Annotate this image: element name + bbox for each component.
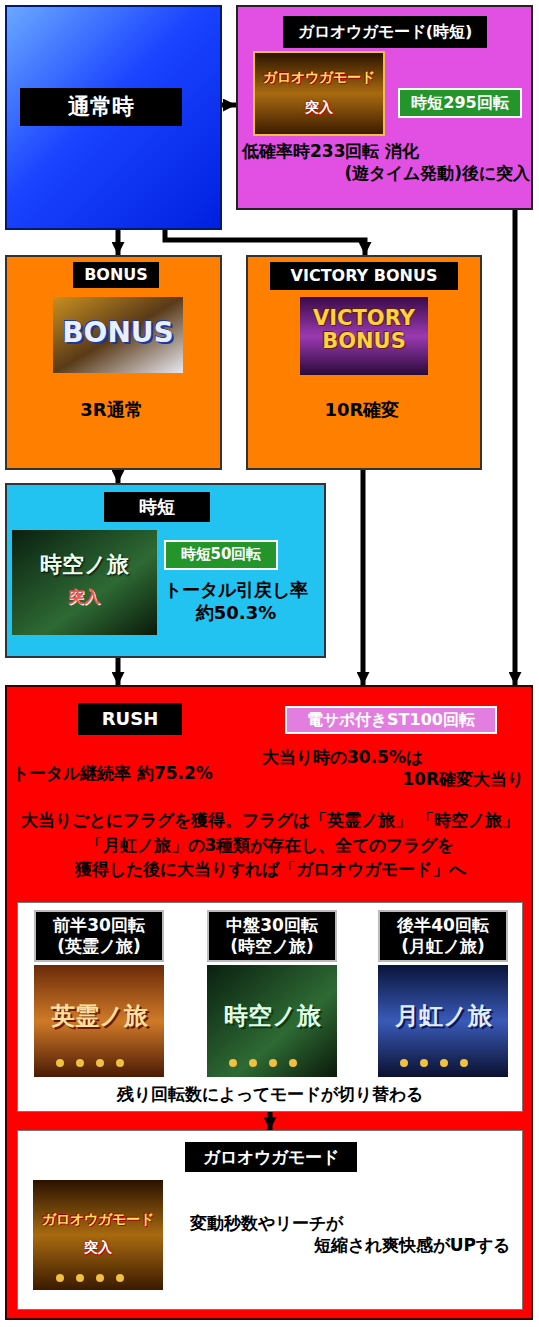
image-caption: 時空ノ旅 (14, 553, 154, 577)
flow-arrow (222, 103, 236, 108)
badge: 電サポ付きST100回転 (285, 706, 497, 734)
title-bar: ガロオウガモード (185, 1142, 357, 1172)
mode-box: ガロオウガモード(時短) 時短295回転低確率時233回転 消化(遊タイム発動)後… (236, 5, 533, 210)
bonus-box: VICTORY BONUS 10R確変 (246, 255, 482, 470)
body-text: 低確率時233回転 消化(遊タイム発動)後に突入 (242, 140, 530, 184)
image-caption: BONUS (53, 318, 183, 349)
panel-heading: 前半30回転 (英霊ノ旅) (34, 910, 164, 962)
flow-arrow (116, 230, 121, 255)
image-caption: 月虹ノ旅 (378, 1003, 508, 1029)
title-bar: BONUS (73, 262, 159, 288)
panel-heading: 後半40回転 (月虹ノ旅) (378, 910, 508, 962)
image-caption: ガロオウガモード (254, 70, 384, 85)
image-caption: 突入 (33, 1240, 163, 1255)
image-caption: 突入 (254, 100, 384, 115)
title-bar: 時短 (104, 492, 210, 522)
state-box: 通常時 (5, 5, 222, 230)
body-text: 10R確変 (246, 398, 478, 421)
phase-box: 前半30回転 (英霊ノ旅) (32, 908, 166, 1080)
flow-arrow (116, 658, 121, 685)
title-bar: RUSH (78, 703, 182, 735)
phase-box: 中盤30回転 (時空ノ旅) (205, 908, 339, 1080)
body-text: 大当りごとにフラグを獲得。フラグは「英霊ノ旅」 「時空ノ旅」「月虹ノ旅」の3種類… (12, 808, 528, 882)
flow-arrow (165, 230, 365, 255)
image-caption: VICTORY BONUS (300, 307, 428, 353)
image-caption: 英霊ノ旅 (34, 1003, 164, 1029)
body-text: 変動秒数やリーチが 短縮され爽快感がUPする (190, 1212, 510, 1256)
body-text: トータル引戻し率 約50.3% (160, 578, 312, 625)
body-text: トータル継続率 約75.2% (12, 762, 257, 784)
title-bar: ガロオウガモード(時短) (283, 16, 487, 48)
panel-heading: 中盤30回転 (時空ノ旅) (207, 910, 337, 962)
title-bar: VICTORY BONUS (270, 262, 458, 290)
title-bar: 通常時 (20, 88, 182, 126)
body-text: 大当り時の30.5%は 10R確変大当り (262, 746, 524, 790)
body-text: 残り回転数によってモードが切り替わる (17, 1083, 523, 1105)
image-caption: 突入 (14, 588, 154, 606)
phase-box: 後半40回転 (月虹ノ旅) (376, 908, 510, 1080)
flow-arrow (361, 470, 366, 685)
badge: 時短50回転 (164, 540, 278, 570)
bonus-box: BONUS 3R通常 (5, 255, 222, 470)
flow-arrow (116, 470, 121, 483)
image-caption: 時空ノ旅 (207, 1003, 337, 1029)
body-text: 3R通常 (5, 398, 218, 421)
flow-arrow (513, 210, 518, 685)
image-caption: ガロオウガモード (33, 1212, 163, 1227)
badge: 時短295回転 (398, 88, 522, 118)
